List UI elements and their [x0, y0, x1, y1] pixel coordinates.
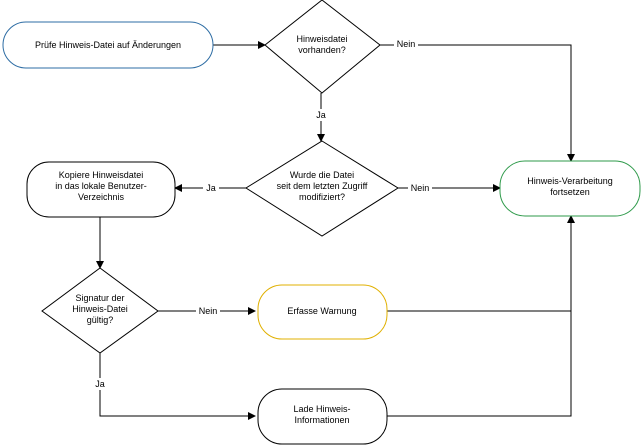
- node-label-line: Hinweisdatei: [296, 34, 347, 44]
- edge-label-text: Nein: [397, 39, 416, 49]
- node-label-line: Informationen: [294, 415, 349, 425]
- node-label-line: Verzeichnis: [78, 192, 125, 202]
- node-load-info[interactable]: Lade Hinweis-Informationen: [257, 388, 388, 445]
- edge-exists-to-continue: [380, 44, 575, 162]
- node-label-line: Hinweis-Datei: [72, 304, 128, 314]
- node-label-line: modifiziert?: [299, 192, 345, 202]
- node-label-line: vorhanden?: [298, 45, 346, 55]
- edge-label-nein-exists: Nein: [394, 38, 418, 50]
- edge-load-to-continue: [387, 215, 575, 417]
- node-warning[interactable]: Erfasse Warnung: [257, 284, 388, 340]
- node-label-line: Wurde die Datei: [290, 170, 354, 180]
- node-label-line: Kopiere Hinweisdatei: [59, 170, 144, 180]
- edge-label-text: Nein: [411, 183, 430, 193]
- node-label: Erfasse Warnung: [287, 306, 356, 316]
- node-label-line: fortsetzen: [550, 187, 590, 197]
- node-label-line: in das lokale Benutzer-: [55, 181, 147, 191]
- edge-label-text: Ja: [95, 379, 105, 389]
- node-label: Prüfe Hinweis-Datei auf Änderungen: [35, 40, 181, 50]
- node-label: Lade Hinweis-Informationen: [293, 404, 350, 425]
- node-label-line: Lade Hinweis-: [293, 404, 350, 414]
- edge-label-ja-signature: Ja: [92, 378, 108, 390]
- edge-label-nein-modified: Nein: [408, 182, 432, 194]
- node-label-line: Prüfe Hinweis-Datei auf Änderungen: [35, 40, 181, 50]
- node-label-line: Erfasse Warnung: [287, 306, 356, 316]
- edge-label-ja-exists: Ja: [313, 109, 329, 121]
- node-label-line: gültig?: [87, 315, 114, 325]
- node-check-file[interactable]: Prüfe Hinweis-Datei auf Änderungen: [2, 21, 214, 69]
- edge-label-text: Ja: [206, 183, 216, 193]
- edge-label-text: Ja: [316, 110, 326, 120]
- node-label-line: seit dem letzten Zugriff: [277, 181, 368, 191]
- edge-signature-to-load: [99, 353, 256, 420]
- edge-label-text: Nein: [199, 306, 218, 316]
- edge-label-nein-signature: Nein: [196, 305, 220, 317]
- edge-label-ja-modified: Ja: [203, 182, 219, 194]
- node-label-line: Signatur der: [75, 293, 124, 303]
- node-label-line: Hinweis-Verarbeitung: [527, 176, 613, 186]
